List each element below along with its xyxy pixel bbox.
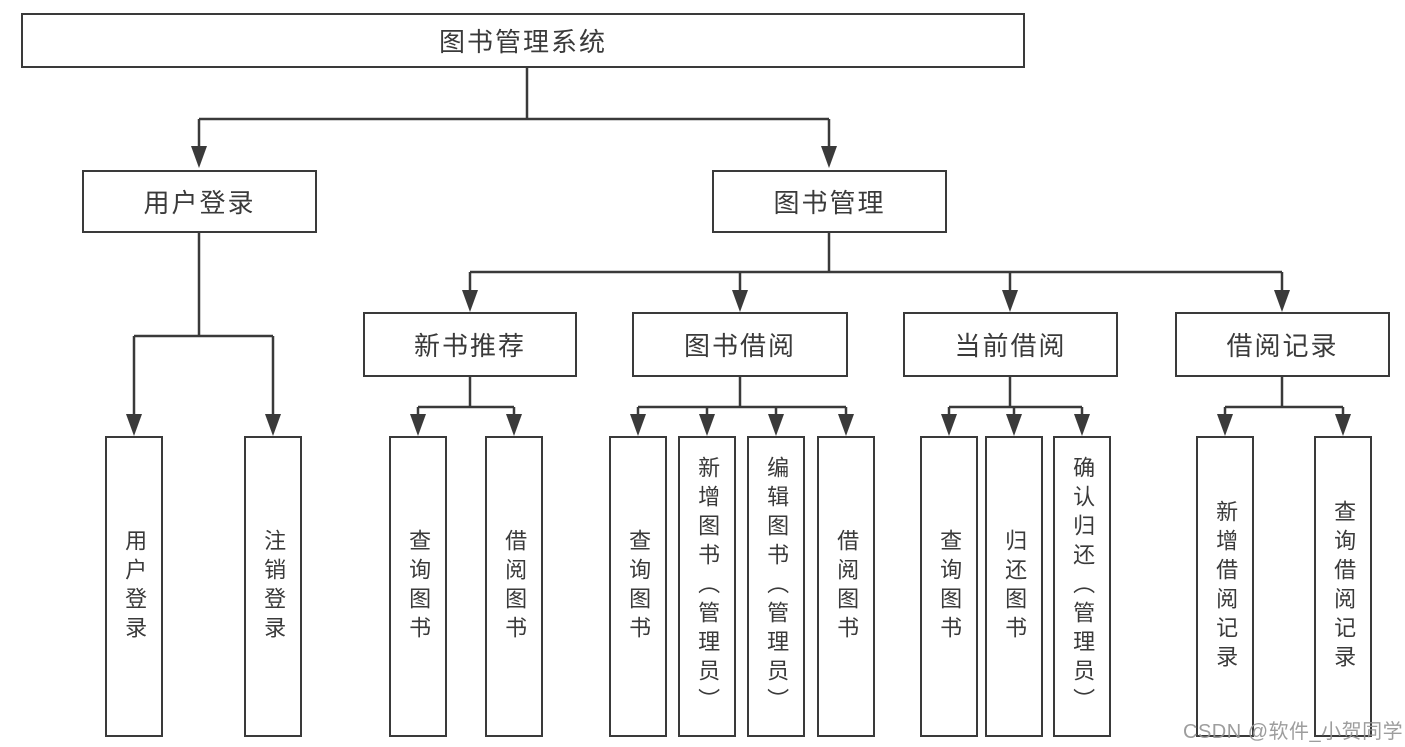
leaf-borrow-book: 借阅图书 <box>817 436 875 737</box>
leaf-borrow-book-recommend: 借阅图书 <box>485 436 543 737</box>
edge-new-book-rec-children <box>410 377 522 436</box>
leaf-add-book-admin-label: 新增图书（管理员） <box>695 456 721 717</box>
leaf-return-book-label: 归还图书 <box>1002 528 1028 645</box>
leaf-return-book: 归还图书 <box>985 436 1043 737</box>
leaf-edit-book-admin-label: 编辑图书（管理员） <box>764 456 790 717</box>
edge-user-login-children <box>126 233 281 436</box>
node-user-login: 用户登录 <box>82 170 317 233</box>
edge-borrow-records-children <box>1217 377 1351 436</box>
leaf-confirm-return-admin: 确认归还（管理员） <box>1053 436 1111 737</box>
leaf-add-book-admin: 新增图书（管理员） <box>678 436 736 737</box>
leaf-query-borrow-record-label: 查询借阅记录 <box>1331 499 1357 674</box>
node-borrow-records: 借阅记录 <box>1175 312 1390 377</box>
edge-current-borrow-children <box>941 377 1090 436</box>
leaf-add-borrow-record-label: 新增借阅记录 <box>1213 499 1239 674</box>
leaf-user-login: 用户登录 <box>105 436 163 737</box>
leaf-query-borrow-record: 查询借阅记录 <box>1314 436 1372 737</box>
node-current-borrowing: 当前借阅 <box>903 312 1118 377</box>
node-book-borrowing: 图书借阅 <box>632 312 848 377</box>
leaf-edit-book-admin: 编辑图书（管理员） <box>747 436 805 737</box>
leaf-confirm-return-admin-label: 确认归还（管理员） <box>1070 456 1096 717</box>
leaf-query-book-recommend-label: 查询图书 <box>406 528 432 645</box>
node-new-book-recommend: 新书推荐 <box>363 312 577 377</box>
node-book-management: 图书管理 <box>712 170 947 233</box>
leaf-query-book-recommend: 查询图书 <box>389 436 447 737</box>
leaf-query-book-borrowing-label: 查询图书 <box>626 528 652 645</box>
leaf-user-login-label: 用户登录 <box>122 528 148 645</box>
leaf-logout-label: 注销登录 <box>261 528 287 645</box>
edge-book-borrow-children <box>630 377 854 436</box>
leaf-borrow-book-label: 借阅图书 <box>834 528 860 645</box>
leaf-query-book-borrowing: 查询图书 <box>609 436 667 737</box>
leaf-borrow-book-recommend-label: 借阅图书 <box>502 528 528 645</box>
leaf-query-book-current: 查询图书 <box>920 436 978 737</box>
csdn-watermark: CSDN @软件_小贺同学 <box>1183 721 1404 743</box>
leaf-logout: 注销登录 <box>244 436 302 737</box>
node-root-system: 图书管理系统 <box>21 13 1025 68</box>
edge-root-to-level2 <box>191 68 837 168</box>
leaf-query-book-current-label: 查询图书 <box>937 528 963 645</box>
leaf-add-borrow-record: 新增借阅记录 <box>1196 436 1254 737</box>
edge-book-mgmt-to-level3 <box>462 233 1290 312</box>
